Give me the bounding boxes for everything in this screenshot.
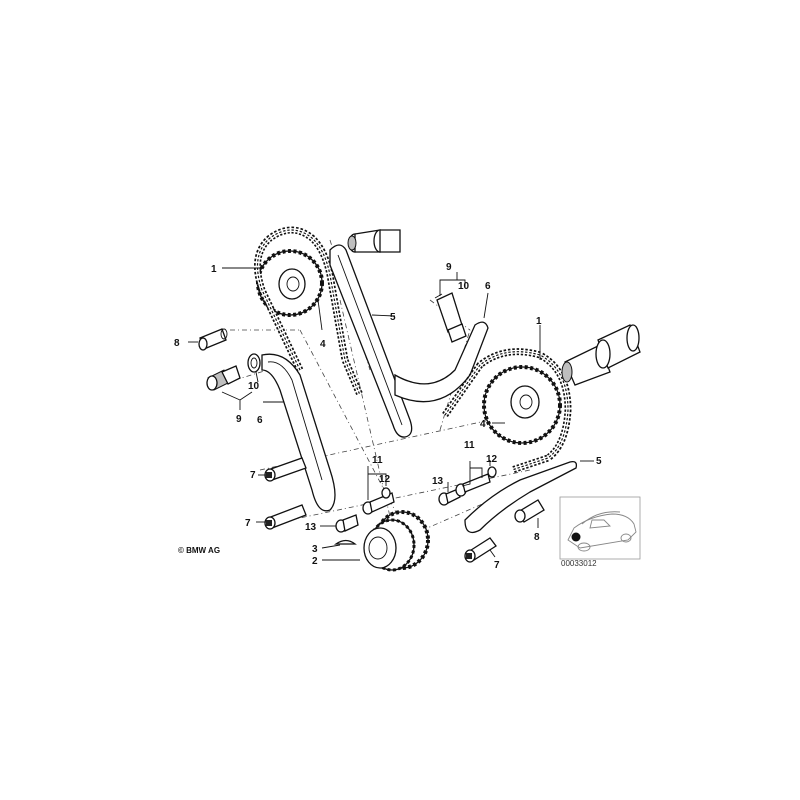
right-camshaft: [561, 324, 641, 386]
callout-3: 3: [312, 544, 318, 555]
left-bolt-7-lower: [264, 504, 307, 530]
callout-8-left: 8: [174, 338, 180, 349]
right-timing-chain: [442, 348, 572, 474]
left-bolt-7-upper: [264, 457, 307, 482]
callout-1-right: 1: [536, 316, 542, 327]
engine-location-marker: [571, 532, 581, 542]
vehicle-location-thumbnail: [559, 496, 641, 560]
left-camshaft: [347, 229, 401, 253]
callout-6-right: 6: [485, 281, 491, 292]
right-bolt-11: [455, 473, 491, 497]
callout-10-left: 10: [248, 381, 260, 392]
left-plug-9: [206, 365, 241, 391]
right-bolt-8: [514, 499, 545, 523]
left-tensioner-rail: [261, 353, 336, 512]
right-camshaft-sprocket: [482, 365, 562, 445]
callout-6-left: 6: [257, 415, 263, 426]
callout-13-left: 13: [305, 522, 317, 533]
crankshaft-sprocket: [363, 510, 430, 572]
left-camshaft-sprocket: [256, 249, 324, 317]
upper-guide-rail: [394, 321, 489, 403]
callout-7-lower: 7: [245, 518, 251, 529]
callout-5-left: 5: [390, 312, 396, 323]
left-washer-12: [381, 487, 391, 499]
woodruff-key: [333, 539, 357, 545]
callout-4-right: 4: [480, 419, 486, 430]
center-guide-rail: [329, 244, 413, 438]
callout-12-left: 12: [379, 474, 391, 485]
left-timing-chain: [254, 226, 364, 397]
callout-7-right: 7: [494, 560, 500, 571]
callout-4-left: 4: [320, 339, 326, 350]
left-seal-ring: [247, 353, 261, 373]
callout-13-right: 13: [432, 476, 444, 487]
right-bolt-7: [464, 537, 497, 563]
left-bolt-13: [335, 514, 359, 533]
callout-12-right: 12: [486, 454, 498, 465]
callout-9-left: 9: [236, 414, 242, 425]
diagram-code: 00033012: [561, 559, 597, 568]
right-lower-guide-rail: [464, 460, 578, 534]
callout-11-right: 11: [464, 440, 475, 451]
right-washer-12: [487, 466, 497, 478]
callout-2: 2: [312, 556, 318, 567]
callout-9-top: 9: [446, 262, 452, 273]
callout-1-left: 1: [211, 264, 217, 275]
callout-8-right: 8: [534, 532, 540, 543]
callout-7-upper: 7: [250, 470, 256, 481]
callout-10-top: 10: [458, 281, 470, 292]
copyright-text: © BMW AG: [178, 546, 220, 555]
left-bolt-8: [198, 328, 228, 351]
callout-11-left: 11: [372, 455, 383, 466]
callout-5-right: 5: [596, 456, 602, 467]
chain-tensioner: [434, 292, 467, 343]
leader-lines: [188, 267, 594, 561]
